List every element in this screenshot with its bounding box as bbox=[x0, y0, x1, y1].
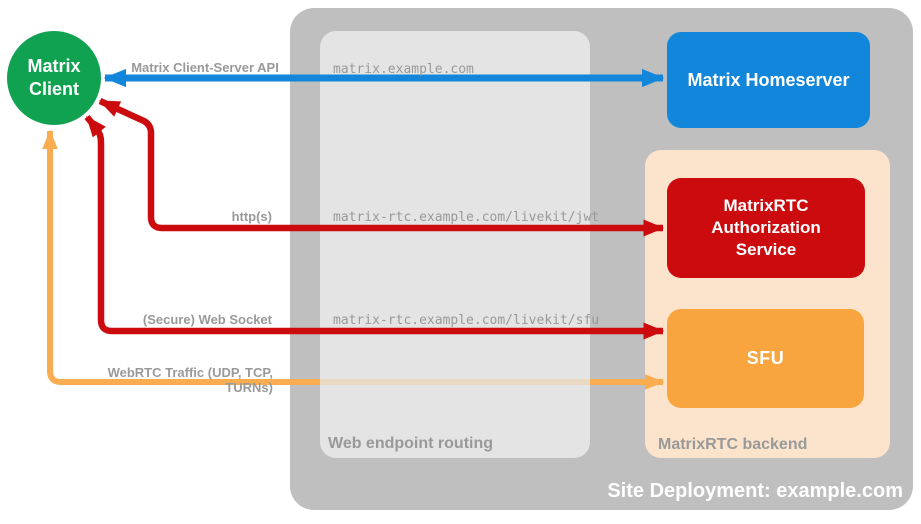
arrow-webrtc-traffic-left bbox=[42, 129, 321, 385]
web-endpoint-routing-caption: Web endpoint routing bbox=[328, 435, 494, 452]
label-webrtc-traffic: WebRTC Traffic (UDP, TCP, TURNs) bbox=[107, 365, 273, 395]
matrix-homeserver-node: Matrix Homeserver bbox=[667, 32, 870, 128]
label-client-server-api: Matrix Client-Server API bbox=[131, 60, 279, 75]
endpoint-livekit-sfu: matrix-rtc.example.com/livekit/sfu bbox=[333, 313, 600, 328]
site-deployment-caption: Site Deployment: example.com bbox=[607, 480, 903, 502]
web-endpoint-routing-container bbox=[320, 31, 590, 458]
matrixrtc-auth-service-node: MatrixRTC Authorization Service bbox=[667, 178, 865, 278]
endpoint-livekit-jwt: matrix-rtc.example.com/livekit/jwt bbox=[333, 210, 600, 225]
label-websocket: (Secure) Web Socket bbox=[142, 312, 272, 327]
sfu-node: SFU bbox=[667, 309, 864, 408]
matrix-client-node: Matrix Client bbox=[7, 31, 101, 125]
endpoint-matrix-example-com: matrix.example.com bbox=[333, 62, 474, 77]
matrixrtc-backend-caption: MatrixRTC backend bbox=[658, 436, 808, 453]
label-https: http(s) bbox=[231, 209, 272, 224]
